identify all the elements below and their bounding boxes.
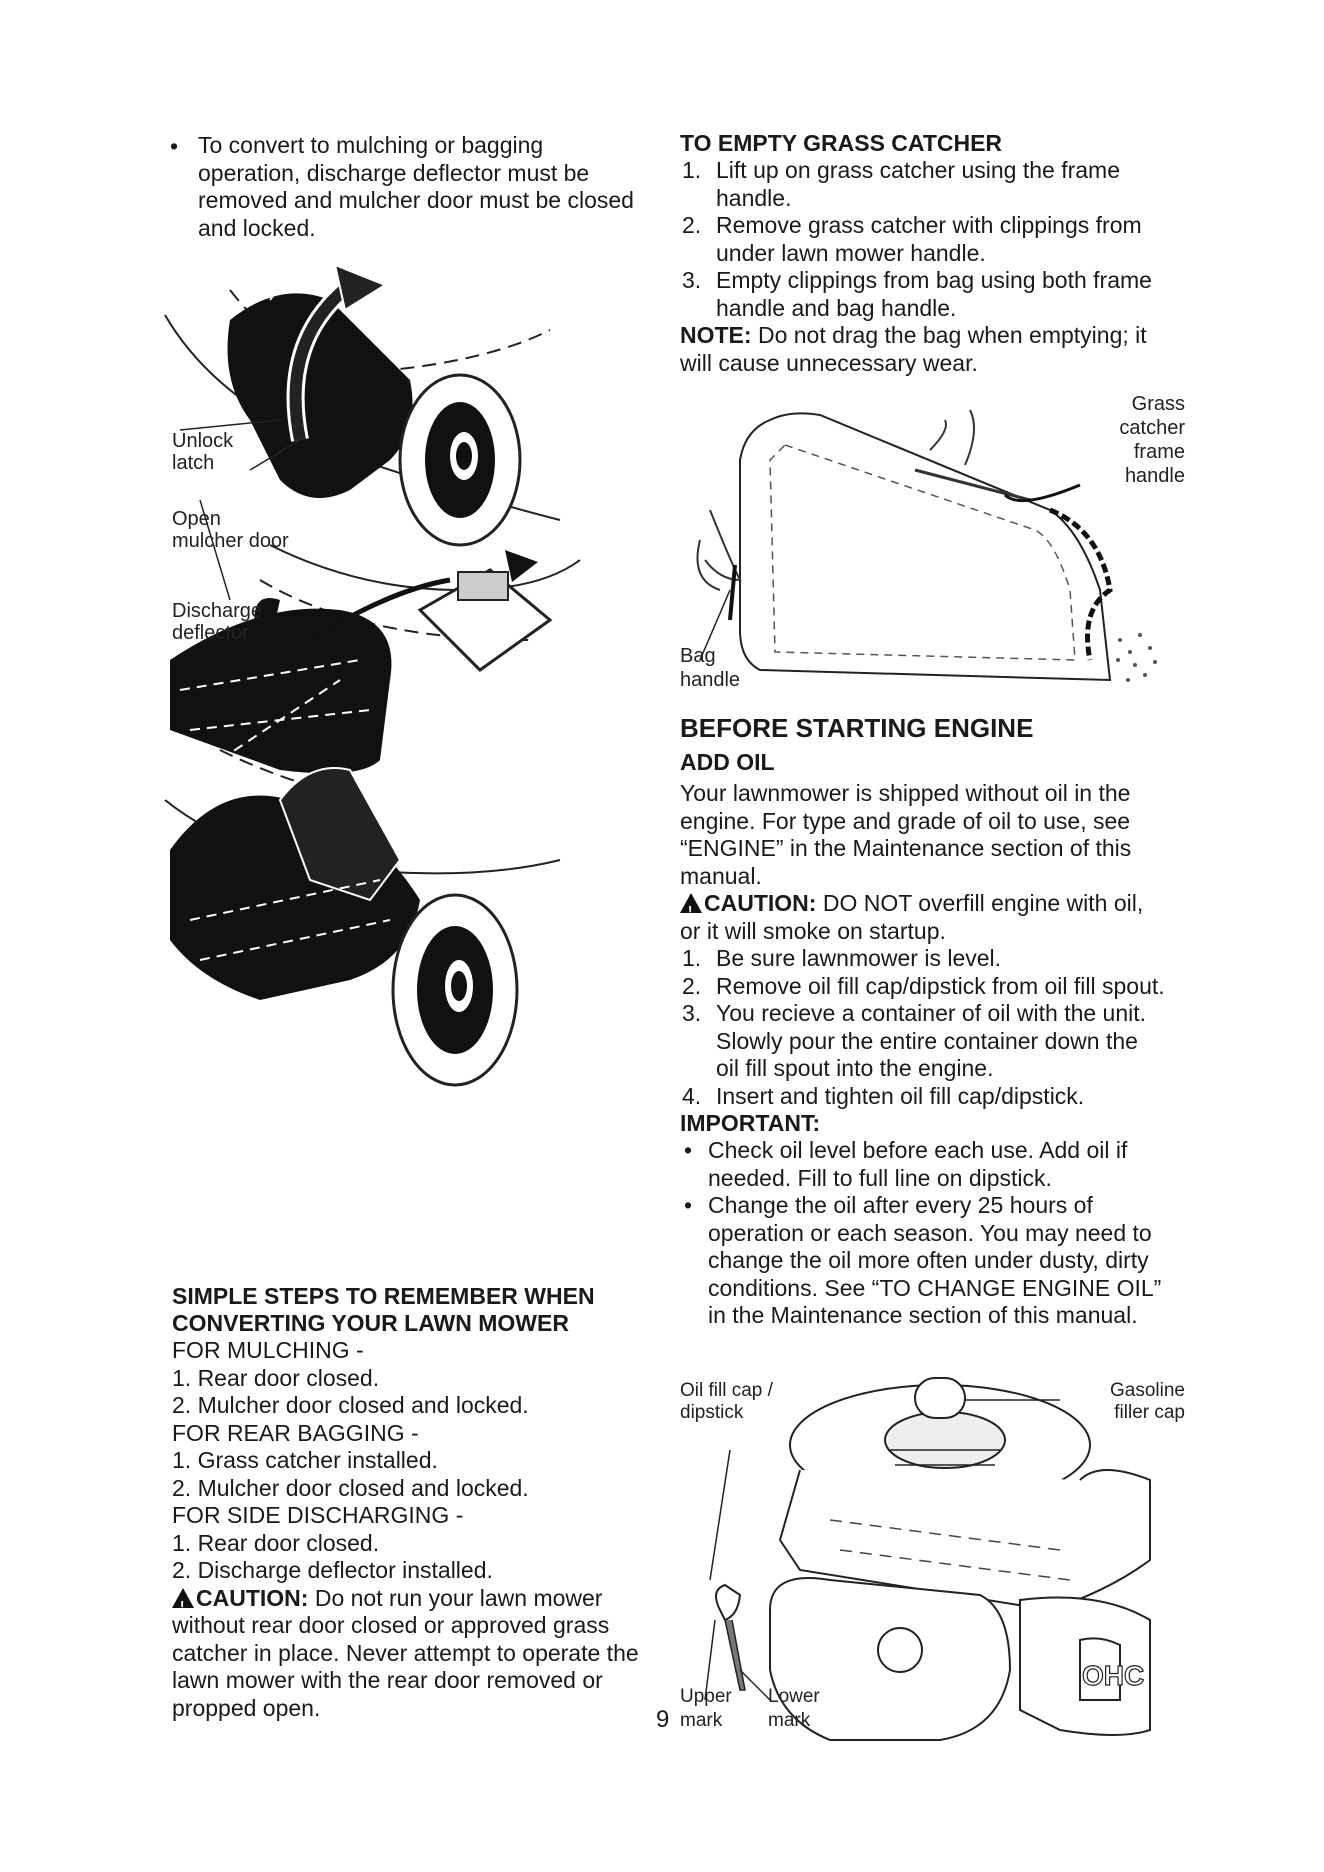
oil-caution-label: CAUTION: — [704, 890, 817, 916]
oil-step-4: 4.Insert and tighten oil fill cap/dipsti… — [682, 1082, 1085, 1109]
simple-steps-title-line2: CONVERTING YOUR LAWN MOWER — [172, 1310, 569, 1336]
empty-step-1: 1.Lift up on grass catcher using the fra… — [682, 157, 1120, 211]
note-label: NOTE: — [680, 322, 752, 348]
for-mulching-heading: FOR MULCHING - — [172, 1337, 364, 1363]
oil-step-1: 1.Be sure lawnmower is level. — [682, 945, 1002, 971]
caution-text: Do not run your lawn mower without rear … — [172, 1584, 639, 1721]
engine-figure: OHC — [704, 1377, 1151, 1741]
label-latch: latch — [172, 452, 215, 474]
label-unlock: Unlock — [172, 430, 234, 452]
ohc-logo: OHC — [1082, 1660, 1144, 1691]
warning-triangle-icon — [680, 893, 702, 925]
for-rear-bagging-heading: FOR REAR BAGGING - — [172, 1419, 419, 1446]
label-lower: Lower — [768, 1686, 820, 1707]
label-grass: Grass — [1131, 393, 1185, 415]
label-frame-handle: handle — [1124, 465, 1185, 487]
label-catcher: catcher — [1119, 417, 1185, 439]
important-label: IMPORTANT: — [680, 1110, 821, 1136]
label-bag: Bag — [680, 645, 716, 667]
add-oil-text: Your lawnmower is shipped without oil in… — [680, 780, 1132, 889]
label-filler-cap: filler cap — [1114, 1402, 1185, 1423]
warning-triangle-icon — [172, 1587, 194, 1619]
label-deflector: deflector — [172, 622, 249, 644]
important-bullet-2: •Change the oil after every 25 hours of … — [684, 1192, 1162, 1328]
label-upper: Upper — [680, 1686, 732, 1707]
for-side-discharging-heading: FOR SIDE DISCHARGING - — [172, 1502, 464, 1528]
bagging-step-1: 1. Grass catcher installed. — [172, 1447, 438, 1473]
label-lower-mark: mark — [768, 1710, 811, 1731]
important-bullet-1: •Check oil level before each use. Add oi… — [684, 1137, 1128, 1191]
oil-step-2: 2.Remove oil fill cap/dipstick from oil … — [682, 972, 1165, 999]
oil-step-3: 3.You recieve a container of oil with th… — [682, 1000, 1147, 1081]
label-open: Open — [172, 508, 221, 530]
mulching-step-2: 2. Mulcher door closed and locked. — [172, 1392, 529, 1418]
mulching-step-1: 1. Rear door closed. — [172, 1364, 380, 1391]
before-starting-section: BEFORE STARTING ENGINE ADD OIL Your lawn… — [680, 713, 1165, 1330]
side-step-1: 1. Rear door closed. — [172, 1529, 380, 1556]
label-oil-fill-cap: Oil fill cap / — [680, 1380, 773, 1401]
label-frame: frame — [1133, 441, 1185, 463]
note-paragraph: NOTE: Do not drag the bag when emptying;… — [680, 322, 1165, 377]
empty-step-3: 3.Empty clippings from bag using both fr… — [682, 267, 1152, 321]
label-bag-handle: handle — [680, 669, 741, 691]
label-discharge: Discharge — [172, 600, 263, 622]
caution-paragraph: CAUTION: Do not run your lawn mower with… — [172, 1585, 652, 1723]
intro-bullet-text: To convert to mulching or bagging operat… — [198, 132, 634, 241]
label-mulcher-door: mulcher door — [172, 530, 289, 552]
before-starting-title: BEFORE STARTING ENGINE — [680, 713, 1034, 743]
mulcher-door-figure — [164, 263, 581, 1087]
bullet-dot: • — [170, 133, 179, 159]
empty-step-2: 2.Remove grass catcher with clippings fr… — [682, 212, 1142, 266]
bagging-step-2: 2. Mulcher door closed and locked. — [172, 1474, 529, 1501]
add-oil-title: ADD OIL — [680, 749, 775, 775]
simple-steps-section: SIMPLE STEPS TO REMEMBER WHEN CONVERTING… — [172, 1283, 652, 1722]
note-text: Do not drag the bag when emptying; it wi… — [680, 322, 1147, 376]
label-dipstick: dipstick — [680, 1402, 744, 1423]
grass-catcher-figure — [696, 409, 1157, 682]
page-number: 9 — [656, 1706, 670, 1733]
label-gasoline: Gasoline — [1110, 1380, 1185, 1401]
side-step-2: 2. Discharge deflector installed. — [172, 1557, 493, 1583]
empty-catcher-section: TO EMPTY GRASS CATCHER 1.Lift up on gras… — [680, 130, 1165, 377]
simple-steps-title-line1: SIMPLE STEPS TO REMEMBER WHEN — [172, 1283, 595, 1309]
label-upper-mark: mark — [680, 1710, 723, 1731]
caution-label: CAUTION: — [196, 1584, 309, 1611]
empty-catcher-title: TO EMPTY GRASS CATCHER — [680, 130, 1003, 156]
oil-caution-text: DO NOT overfill engine with oil, or it w… — [680, 890, 1144, 944]
oil-caution-paragraph: CAUTION: DO NOT overfill engine with oil… — [680, 890, 1165, 945]
